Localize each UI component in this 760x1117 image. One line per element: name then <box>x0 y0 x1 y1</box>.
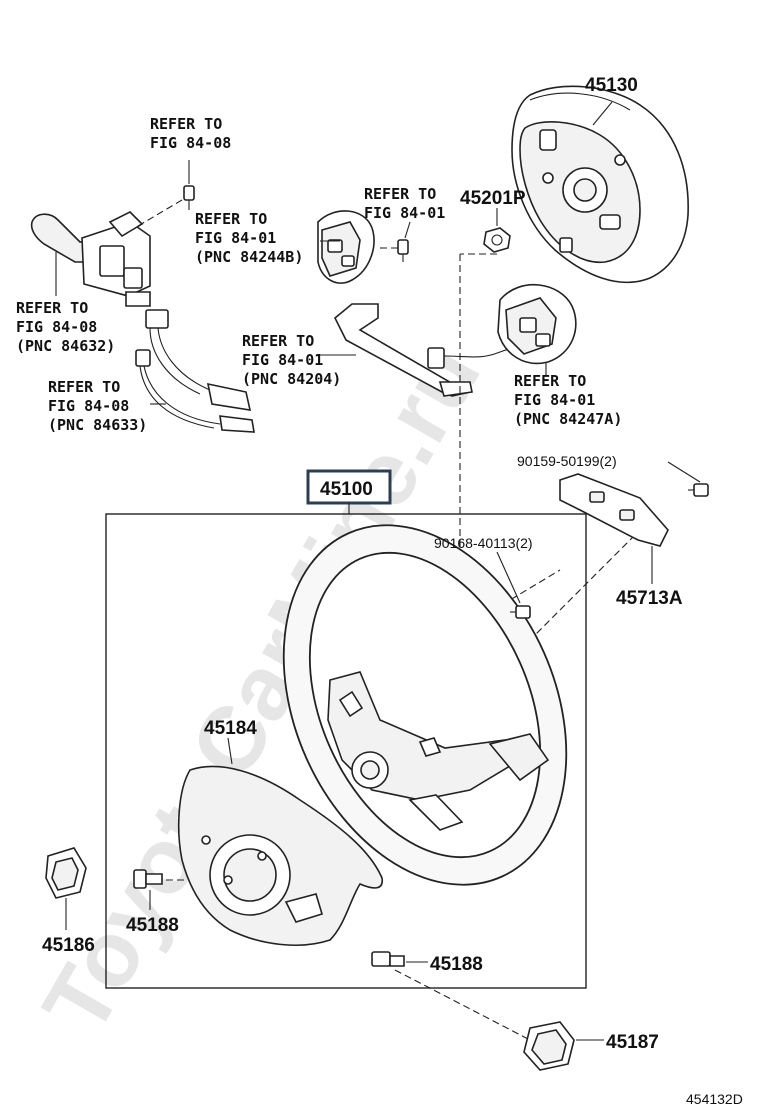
bracket-45713a[interactable] <box>559 473 669 547</box>
connector-harness-84632[interactable] <box>145 309 252 411</box>
svg-text:REFER TO: REFER TO <box>195 210 267 228</box>
refer-fig-84-08-pnc-84633[interactable]: REFER TO FIG 84-08 (PNC 84633) <box>48 378 147 434</box>
callout-45188-left: 45188 <box>126 915 179 936</box>
bolt-switch-mount[interactable] <box>397 239 409 262</box>
callout-45187: 45187 <box>606 1032 659 1053</box>
svg-text:(PNC 84247A): (PNC 84247A) <box>514 410 622 428</box>
steering-pad-switch-left[interactable] <box>317 210 375 284</box>
svg-text:FIG 84-08: FIG 84-08 <box>150 134 231 152</box>
svg-text:FIG 84-01: FIG 84-01 <box>195 229 276 247</box>
refer-fig-84-01-pnc-84247a[interactable]: REFER TO FIG 84-01 (PNC 84247A) <box>514 372 622 428</box>
callout-45130: 45130 <box>585 75 638 96</box>
svg-text:FIG 84-08: FIG 84-08 <box>48 397 129 415</box>
screw-90168[interactable] <box>510 605 531 619</box>
svg-text:(PNC 84633): (PNC 84633) <box>48 416 147 434</box>
screw-turn-switch[interactable] <box>183 185 195 210</box>
svg-text:REFER TO: REFER TO <box>514 372 586 390</box>
assembly-frame <box>105 513 587 989</box>
svg-text:FIG 84-01: FIG 84-01 <box>364 204 445 222</box>
connector-harness-84633[interactable] <box>135 349 255 433</box>
callout-90159-50199: 90159-50199(2) <box>517 453 617 469</box>
refer-fig-84-08-pnc-84632[interactable]: REFER TO FIG 84-08 (PNC 84632) <box>16 299 115 355</box>
diagram-code: 454132D <box>686 1091 743 1107</box>
cap-45187[interactable] <box>523 1021 575 1071</box>
cap-45186[interactable] <box>45 847 87 899</box>
svg-text:REFER TO: REFER TO <box>242 332 314 350</box>
assembly-label[interactable]: 45100 <box>320 479 373 500</box>
svg-text:FIG 84-01: FIG 84-01 <box>242 351 323 369</box>
callout-45201p: 45201P <box>460 188 526 209</box>
callout-90168-40113: 90168-40113(2) <box>434 535 533 551</box>
airbag-assembly-45130[interactable] <box>511 85 689 284</box>
steering-pad-switch-right[interactable] <box>497 284 577 365</box>
refer-fig-84-01-a[interactable]: REFER TO FIG 84-01 <box>364 185 445 222</box>
assembly-label-box <box>306 469 392 505</box>
svg-text:(PNC 84244B): (PNC 84244B) <box>195 248 303 266</box>
screw-45188-left[interactable] <box>133 869 163 889</box>
refer-fig-84-01-pnc-84204[interactable]: REFER TO FIG 84-01 (PNC 84204) <box>242 332 341 388</box>
steering-wheel[interactable] <box>230 480 620 929</box>
wire-harness-84204[interactable] <box>333 303 556 397</box>
callout-45713a: 45713A <box>616 588 683 609</box>
svg-text:REFER TO: REFER TO <box>48 378 120 396</box>
refer-fig-84-01-pnc-84244b[interactable]: REFER TO FIG 84-01 (PNC 84244B) <box>195 210 303 266</box>
svg-text:(PNC 84204): (PNC 84204) <box>242 370 341 388</box>
callout-45188-right: 45188 <box>430 954 483 975</box>
screw-90159[interactable] <box>688 483 709 497</box>
svg-text:(PNC 84632): (PNC 84632) <box>16 337 115 355</box>
callout-45186: 45186 <box>42 935 95 956</box>
svg-text:REFER TO: REFER TO <box>16 299 88 317</box>
callout-45184: 45184 <box>204 718 257 739</box>
screw-45188-right[interactable] <box>371 951 405 967</box>
nut-45201p[interactable] <box>483 227 511 253</box>
svg-text:REFER TO: REFER TO <box>364 185 436 203</box>
lower-cover-45184[interactable] <box>177 765 384 946</box>
refer-fig-84-08-a[interactable]: REFER TO FIG 84-08 <box>150 115 231 152</box>
svg-text:REFER TO: REFER TO <box>150 115 222 133</box>
turn-signal-switch[interactable] <box>30 211 151 307</box>
svg-text:FIG 84-01: FIG 84-01 <box>514 391 595 409</box>
svg-text:FIG 84-08: FIG 84-08 <box>16 318 97 336</box>
